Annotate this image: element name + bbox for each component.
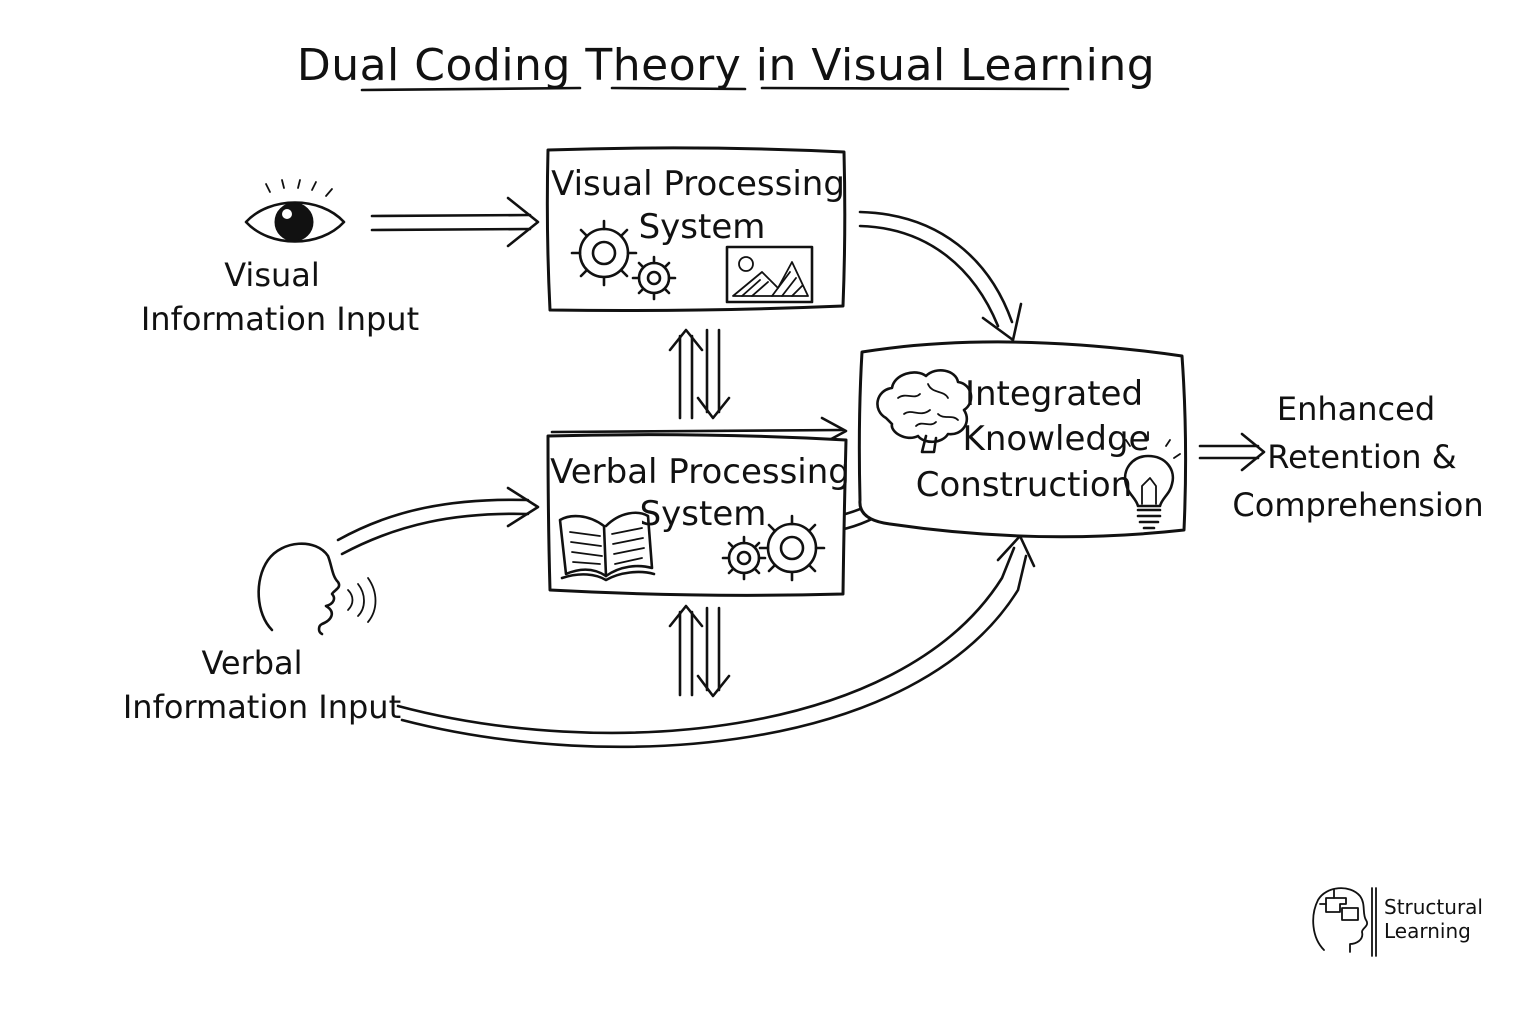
verbal-processing-box: Verbal Processing System (546, 433, 850, 597)
visual-input-label-line1: Visual (224, 256, 320, 294)
verbal-processing-title-line2: System (640, 494, 767, 534)
outcome-line1: Enhanced (1277, 390, 1435, 428)
integrated-title-line3: Construction (916, 465, 1132, 505)
verbal-input-label-line2: Information Input (123, 688, 401, 726)
head-puzzle-logo-icon (1312, 887, 1377, 957)
arrow-visual-verbal-exchange-upper (668, 328, 731, 420)
visual-input-label-line2: Information Input (141, 300, 419, 338)
visual-processing-box: Visual Processing System (545, 146, 847, 312)
gears-icon (721, 514, 826, 582)
arrow-verbal-input-to-verbal-system (336, 486, 540, 556)
logo-text-line2: Learning (1384, 919, 1471, 943)
visual-input: Visual Information Input (141, 179, 419, 338)
verbal-input: Verbal Information Input (123, 542, 401, 726)
title-group: Dual Coding Theory in Visual Learning (297, 40, 1155, 92)
integrated-title-line1: Integrated (965, 374, 1143, 414)
outcome-line2: Retention & (1267, 438, 1456, 476)
visual-processing-title-line1: Visual Processing (551, 164, 845, 204)
logo-text-line1: Structural (1384, 895, 1483, 919)
brain-icon (876, 369, 973, 454)
integrated-title-line2: Knowledge (963, 419, 1150, 459)
open-book-icon (558, 511, 656, 582)
arrow-integrated-to-outcome (1198, 432, 1266, 472)
outcome: Enhanced Retention & Comprehension (1232, 390, 1483, 524)
outcome-line3: Comprehension (1232, 486, 1483, 524)
lightbulb-icon (1123, 431, 1181, 530)
visual-processing-title-line2: System (639, 207, 766, 247)
arrow-visual-verbal-exchange-lower (668, 604, 731, 698)
eye-icon (244, 179, 346, 243)
integrated-knowledge-box: Integrated Knowledge Construction (857, 340, 1188, 539)
verbal-processing-title-line1: Verbal Processing (550, 452, 850, 492)
picture-icon (725, 245, 814, 304)
structural-learning-logo: Structural Learning (1312, 887, 1483, 957)
page-title: Dual Coding Theory in Visual Learning (297, 40, 1155, 91)
arrow-visual-system-to-integrated (858, 210, 1023, 342)
speaking-head-icon (257, 542, 377, 636)
verbal-input-label-line1: Verbal (201, 644, 302, 682)
title-underline (360, 86, 1070, 92)
arrow-visual-input-to-visual-system (370, 196, 540, 248)
gears-icon (570, 219, 677, 301)
